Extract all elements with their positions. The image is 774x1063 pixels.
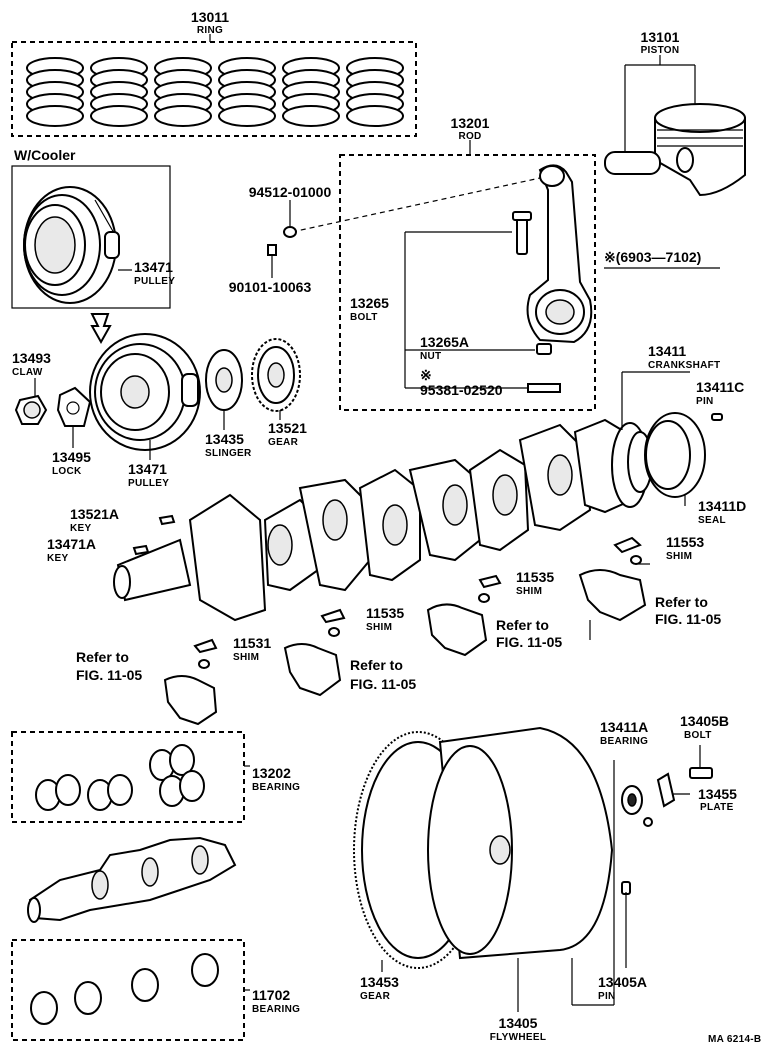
pin-c-number: 13411C <box>696 379 744 395</box>
piston-rings <box>26 57 404 127</box>
pin-a-name: PIN <box>598 991 616 1002</box>
main-bearing-name: BEARING <box>252 1004 300 1015</box>
shim-11553-number: 11553 <box>666 534 704 550</box>
main-bearing-number: 11702 <box>252 987 290 1003</box>
cooler-box <box>11 165 171 309</box>
refer-label-3b: FIG. 11-05 <box>350 676 416 692</box>
gear-crank-name: GEAR <box>268 437 299 448</box>
front-components <box>14 333 301 460</box>
p95381-number: 95381-02520 <box>420 382 503 398</box>
rod-bolt-number: 13265 <box>350 295 389 311</box>
rod-group <box>291 140 596 411</box>
pulley-name: PULLEY <box>128 478 169 489</box>
claw-number: 13493 <box>12 350 51 366</box>
refer-label-2b: FIG. 11-05 <box>496 634 562 650</box>
ring-number: 13011 <box>191 9 229 25</box>
crankshaft-number: 13411 <box>648 343 686 359</box>
rod-box <box>339 154 596 411</box>
shim-11535b-name: SHIM <box>366 622 392 633</box>
p94512-number: 94512-01000 <box>249 184 332 200</box>
seal-name: SEAL <box>698 515 726 526</box>
small-crankshaft <box>27 836 237 923</box>
piston-drawing <box>604 55 746 197</box>
rod-bearing-group <box>11 731 250 823</box>
shim-11531-name: SHIM <box>233 652 259 663</box>
ring-name: RING <box>197 25 223 36</box>
piston-number: 13101 <box>641 29 680 45</box>
crankshaft-name: CRANKSHAFT <box>648 360 720 371</box>
lock-name: LOCK <box>52 466 82 477</box>
flywheel-number: 13405 <box>499 1015 538 1031</box>
refer-label-2a: Refer to <box>496 617 549 633</box>
shim-11531-number: 11531 <box>233 635 271 651</box>
pin-c-name: PIN <box>696 396 714 407</box>
ring-set-box <box>11 41 417 137</box>
rod-bearing-box <box>11 731 245 823</box>
piston-name: PISTON <box>641 45 680 56</box>
slinger-name: SLINGER <box>205 448 252 459</box>
shim-11535a-number: 11535 <box>516 569 554 585</box>
gear-crank-number: 13521 <box>268 420 307 436</box>
cooler-pulley-name: PULLEY <box>134 276 175 287</box>
main-bearing-group <box>11 939 250 1041</box>
figure-code: MA 6214-B <box>708 1034 761 1045</box>
rod-nut-name: NUT <box>420 351 441 362</box>
crankshaft-drawing <box>113 371 723 622</box>
rod-name: ROD <box>458 131 481 142</box>
seal-number: 13411D <box>698 498 746 514</box>
shim-11553-name: SHIM <box>666 551 692 562</box>
claw-name: CLAW <box>12 367 43 378</box>
p95381-mark: ※ <box>420 367 432 383</box>
rod-bolt-name: BOLT <box>350 312 378 323</box>
slinger-number: 13435 <box>205 431 244 447</box>
ring-gear-name: GEAR <box>360 991 391 1002</box>
cooler-pulley-number: 13471 <box>134 259 173 275</box>
ring-set-group <box>11 34 417 137</box>
key-b-number: 13471A <box>47 536 96 552</box>
plate-name: PLATE <box>700 802 734 813</box>
shim-11535a-name: SHIM <box>516 586 542 597</box>
refer-label-4b: FIG. 11-05 <box>76 667 142 683</box>
key-a-number: 13521A <box>70 506 119 522</box>
flywheel-name: FLYWHEEL <box>490 1032 546 1043</box>
rod-number: 13201 <box>451 115 490 131</box>
pulley-number: 13471 <box>128 461 167 477</box>
labels: 13011 RING 13101 PISTON W/Cooler 13201 R… <box>12 9 761 1045</box>
flywheel-drawing <box>353 726 713 1012</box>
bearing-a-name: BEARING <box>600 736 648 747</box>
bolt-b-number: 13405B <box>680 713 729 729</box>
ring-gear-number: 13453 <box>360 974 399 990</box>
p90101-number: 90101-10063 <box>229 279 312 295</box>
cooler-note: W/Cooler <box>14 147 76 163</box>
refer-label-3a: Refer to <box>350 657 403 673</box>
key-b-name: KEY <box>47 553 68 564</box>
refer-label-1b: FIG. 11-05 <box>655 611 721 627</box>
pin-a-number: 13405A <box>598 974 647 990</box>
cooler-pulley-group <box>11 165 171 309</box>
fasteners-small <box>267 200 297 278</box>
bolt-b-name: BOLT <box>684 730 712 741</box>
shims-caps <box>163 536 650 726</box>
rod-nut-number: 13265A <box>420 334 469 350</box>
lock-number: 13495 <box>52 449 91 465</box>
refer-label-4a: Refer to <box>76 649 129 665</box>
rod-bearing-number: 13202 <box>252 765 291 781</box>
plate-number: 13455 <box>698 786 737 802</box>
rod-bearing-name: BEARING <box>252 782 300 793</box>
key-a-name: KEY <box>70 523 91 534</box>
shim-11535b-number: 11535 <box>366 605 404 621</box>
arrow-icon <box>90 313 112 345</box>
refer-label-1a: Refer to <box>655 594 708 610</box>
date-range-note: ※(6903—7102) <box>604 249 701 265</box>
bearing-a-number: 13411A <box>600 719 648 735</box>
